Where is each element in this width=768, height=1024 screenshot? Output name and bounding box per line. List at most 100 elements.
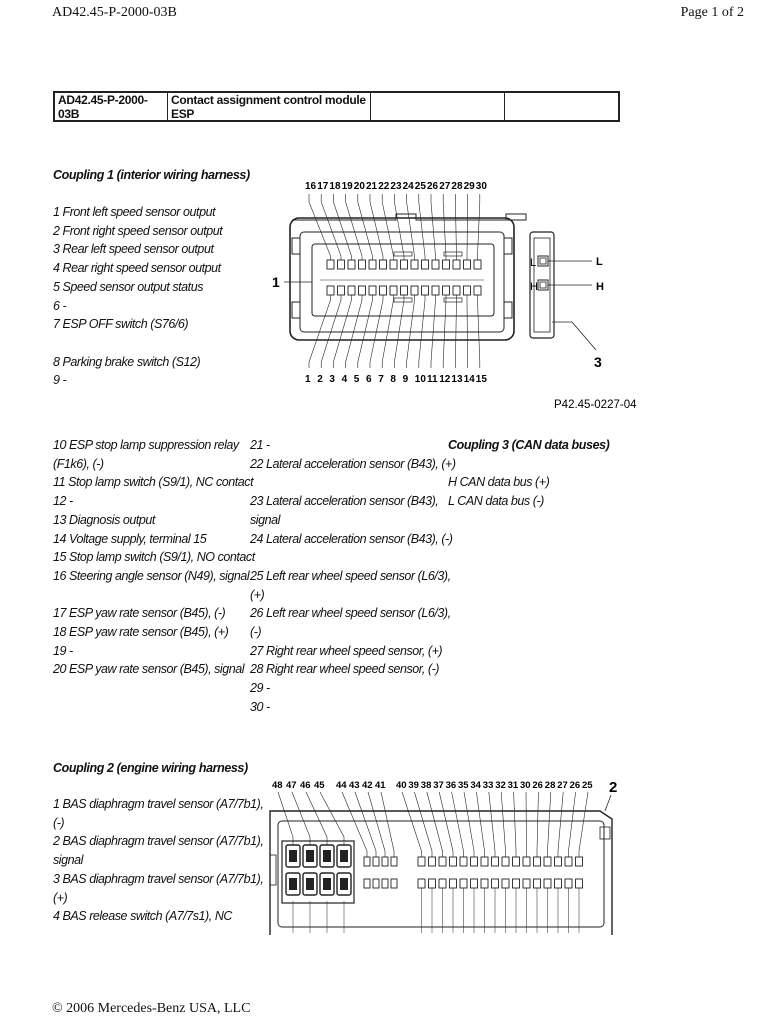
leader-line-2 (401, 791, 422, 857)
pin-slot (452, 285, 461, 296)
top-pin-label: 27 (439, 181, 451, 192)
pin-label-2: 35 (458, 780, 469, 791)
pin-assignment-line: (F1k6), (-) (53, 456, 104, 471)
pin-slot (368, 259, 377, 270)
pin-label-2: 33 (483, 780, 494, 791)
pin-assignment-line: 4 BAS release switch (A7/7s1), NC (53, 909, 232, 924)
pin-slot (463, 259, 471, 270)
figure-reference: P42.45-0227-04 (554, 399, 637, 411)
pin-slot-2 (428, 878, 436, 889)
power-pin (336, 844, 352, 868)
pin-slot-2 (449, 856, 457, 867)
pin-slot (421, 259, 429, 270)
pin-slot-2 (459, 878, 468, 889)
can-h-label: H (596, 281, 604, 293)
leader-line-2 (319, 791, 345, 845)
pin-slot (442, 285, 450, 296)
pin-slot-2 (522, 878, 531, 889)
power-pin (302, 844, 318, 868)
coupling2-list: 1 BAS diaphragm travel sensor (A7/7b1),(… (53, 795, 264, 926)
bottom-pin-label: 6 (366, 374, 372, 385)
coupling2-heading: Coupling 2 (engine wiring harness) (53, 761, 248, 775)
pin-assignment-line: (-) (53, 815, 65, 830)
pin-assignment-line: (+) (53, 890, 68, 905)
pin-assignment-line: 19 - (53, 643, 73, 658)
pin-slot (358, 259, 366, 270)
title-cell-empty-2 (505, 93, 618, 120)
top-pin-label: 19 (342, 181, 354, 192)
pin-assignment-line: (+) (250, 587, 265, 602)
key-mark (393, 297, 413, 303)
top-pin-label: 29 (464, 181, 476, 192)
pin-slot-2 (533, 878, 541, 889)
leader-line-2 (277, 791, 294, 845)
footer-copyright: © 2006 Mercedes-Benz USA, LLC (52, 1001, 251, 1016)
pin-slot-2 (363, 856, 371, 867)
pin-assignment-line: 3 BAS diaphragm travel sensor (A7/7b1), (53, 871, 264, 886)
pin-label-2: 38 (421, 780, 432, 791)
leader-line (430, 295, 436, 368)
pin-label-2: 39 (408, 780, 419, 791)
pin-assignment-line: signal (53, 853, 83, 868)
bottom-pin-label: 9 (403, 374, 409, 385)
pin-assignment-line: 23 Lateral acceleration sensor (B43), (250, 494, 439, 509)
pin-slot (400, 259, 408, 270)
pin-slot-2 (533, 856, 541, 867)
pin-slot-2 (554, 856, 562, 867)
key-mark (443, 251, 463, 257)
top-pin-label: 30 (476, 181, 488, 192)
pin-label-2: 43 (349, 780, 360, 791)
pin-slot-2 (564, 878, 573, 889)
top-pin-label: 28 (451, 181, 463, 192)
top-pin-label: 21 (366, 181, 378, 192)
pin-slot-2 (470, 878, 478, 889)
leader-line-2 (341, 791, 368, 857)
power-pin-contact (323, 878, 331, 890)
pin-slot-2 (381, 856, 389, 867)
pin-assignment-line: 4 Rear right speed sensor output (53, 261, 221, 276)
leader-line-2 (476, 791, 485, 857)
top-pin-label: 26 (427, 181, 439, 192)
leader-line-2 (568, 791, 576, 857)
pin-label-2: 32 (495, 780, 506, 791)
pin-label-2: 47 (286, 780, 297, 791)
power-pin (285, 872, 301, 896)
pin-slot-2 (381, 878, 389, 889)
leader-line-2 (536, 791, 539, 857)
pin-label-2: 28 (545, 780, 556, 791)
coupling3-list: H CAN data bus (+)L CAN data bus (-) (448, 473, 550, 510)
top-pin-label: 22 (378, 181, 390, 192)
power-pin-contact (323, 850, 331, 862)
pin-assignment-line: 1 Front left speed sensor output (53, 205, 216, 219)
pin-slot (473, 259, 482, 270)
title-table: AD42.45-P-2000-03B Contact assignment co… (53, 91, 620, 122)
leader-line (430, 194, 436, 260)
pin-label-2: 36 (446, 780, 457, 791)
leader-line (357, 295, 373, 368)
pin-assignment-line: 29 - (250, 681, 270, 696)
leader-line-2 (547, 791, 552, 857)
callout-3-label: 3 (594, 354, 602, 370)
pin-slot (379, 259, 387, 270)
bottom-pin-label: 3 (329, 374, 335, 385)
pin-slot-2 (372, 878, 380, 889)
pin-slot (473, 285, 482, 296)
pin-slot (442, 259, 450, 270)
pin-assignment-line: 15 Stop lamp switch (S9/1), NO contact (53, 550, 255, 565)
leader-line-2 (380, 791, 395, 857)
leader-line-2 (451, 791, 464, 857)
pin-label-2: 34 (470, 780, 481, 791)
coupling1-list-bottom: 10 ESP stop lamp suppression relay(F1k6)… (53, 436, 255, 679)
pin-assignment-line: 27 Right rear wheel speed sensor, (+) (250, 643, 443, 658)
callout-1-label: 1 (272, 274, 280, 290)
leader-line (455, 194, 457, 260)
coupling3-heading: Coupling 3 (CAN data buses) (448, 438, 610, 452)
bottom-pin-label: 10 (415, 374, 427, 385)
can-assignment-line: H CAN data bus (+) (448, 475, 550, 489)
bottom-pin-label: 5 (354, 374, 360, 385)
pin-assignment-line: 12 - (53, 494, 73, 509)
pin-slot (326, 285, 335, 296)
